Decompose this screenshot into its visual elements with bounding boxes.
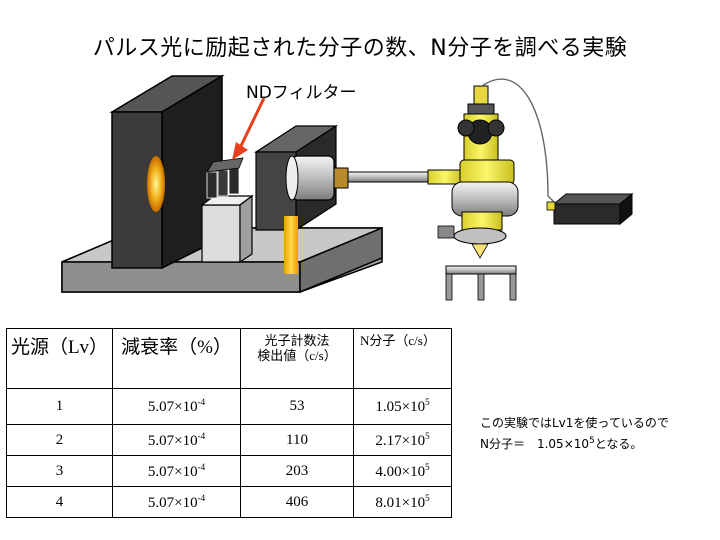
note-text: この実験ではLv1を使っているので N分子＝ 1.05×105となる。 [480,414,669,453]
table-header-row: 光源（Lv） 減衰率（%） 光子計数法 検出値（c/s） N分子（c/s） [6,328,452,389]
cell-count: 406 [240,486,354,518]
table-row: 3 5.07×10-4 203 4.00×105 [6,455,452,487]
results-table: 光源（Lv） 減衰率（%） 光子計数法 検出値（c/s） N分子（c/s） 1 … [6,328,452,518]
table-row: 4 5.07×10-4 406 8.01×105 [6,486,452,518]
note-line-2: N分子＝ 1.05×105となる。 [480,436,643,451]
detector-tube [285,155,463,201]
nd-filter [200,157,254,264]
header-attenuation: 減衰率（%） [112,328,241,389]
table-row: 1 5.07×10-4 53 1.05×105 [6,388,452,425]
cell-count: 53 [240,388,354,425]
cell-n-molecule: 2.17×105 [353,424,452,456]
header-light-source: 光源（Lv） [6,328,113,389]
microscope [437,85,519,301]
signal-cable [481,78,557,205]
nd-filter-label: NDフィルター [246,83,357,103]
cell-lv: 2 [6,424,113,456]
cell-attenuation: 5.07×10-4 [112,486,241,518]
cell-lv: 1 [6,388,113,425]
cell-attenuation: 5.07×10-4 [112,424,241,456]
page-title: パルス光に励起された分子の数、N分子を調べる実験 [92,36,628,61]
light-glow [147,156,165,212]
cell-n-molecule: 1.05×105 [353,388,452,425]
cell-count: 110 [240,424,354,456]
table-row: 2 5.07×10-4 110 2.17×105 [6,424,452,456]
apparatus-diagram [61,74,634,301]
cell-count: 203 [240,455,354,487]
cell-attenuation: 5.07×10-4 [112,455,241,487]
cell-n-molecule: 4.00×105 [353,455,452,487]
cell-lv: 4 [6,486,113,518]
nd-filter-arrow [232,97,266,160]
header-n-molecule: N分子（c/s） [353,328,452,389]
header-photon-count: 光子計数法 検出値（c/s） [240,328,354,389]
cell-attenuation: 5.07×10-4 [112,388,241,425]
cell-lv: 3 [6,455,113,487]
cell-n-molecule: 8.01×105 [353,486,452,518]
note-line-1: この実験ではLv1を使っているので [480,416,669,430]
photon-counter [546,192,634,226]
